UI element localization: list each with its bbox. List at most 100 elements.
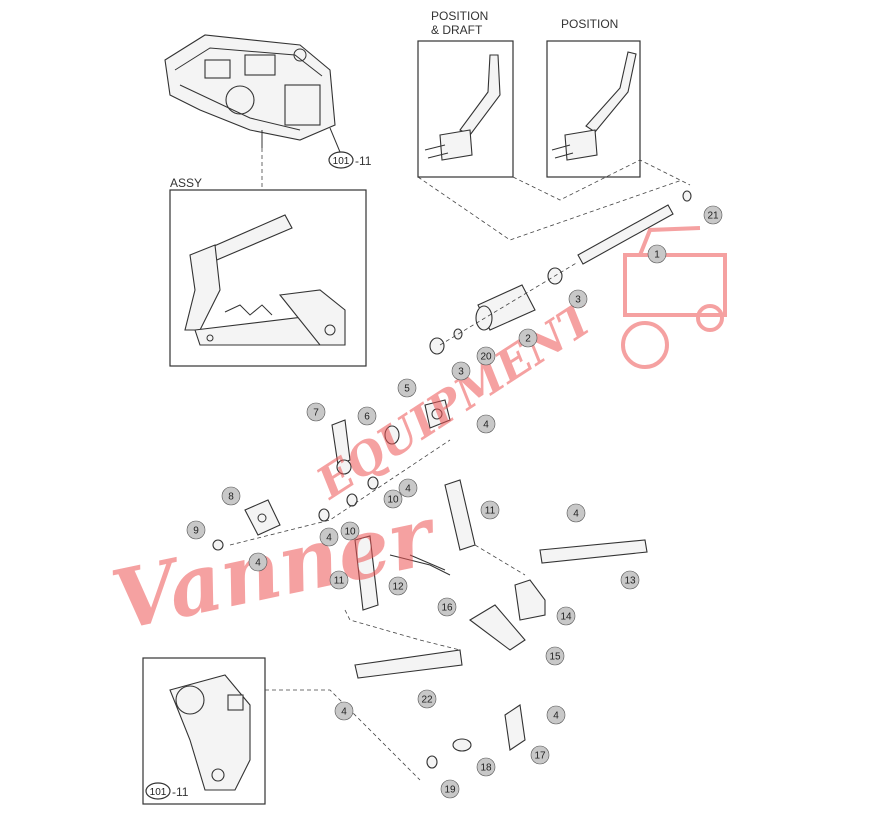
callout-c12: 12 (388, 576, 408, 596)
callout-number: 11 (485, 506, 496, 517)
ref-badge-top-text: 101 (333, 156, 350, 167)
callout-number: 20 (480, 352, 492, 363)
callout-number: 4 (553, 711, 559, 722)
callout-number: 16 (441, 603, 453, 614)
callout-c3a: 3 (568, 289, 588, 309)
callout-circle (476, 346, 496, 366)
callout-circle (451, 361, 471, 381)
callout-number: 4 (326, 533, 332, 544)
callout-circle (440, 779, 460, 799)
callout-c4c: 4 (248, 552, 268, 572)
callout-circle (306, 402, 326, 422)
callout-circle (221, 486, 241, 506)
callout-number: 11 (334, 576, 345, 587)
callout-c11a: 11 (480, 500, 500, 520)
callout-circle (620, 570, 640, 590)
callout-circle (437, 597, 457, 617)
callout-c4f: 4 (334, 701, 354, 721)
callout-circle (703, 205, 723, 225)
callout-number: 14 (560, 612, 572, 623)
callout-circle (397, 378, 417, 398)
housing-drawing (164, 34, 336, 148)
callout-number: 13 (624, 576, 636, 587)
callout-number: 6 (364, 412, 370, 423)
ref-badge-bottom-text: 101 (150, 787, 167, 798)
callout-circle (530, 745, 550, 765)
callout-c10a: 10 (383, 489, 403, 509)
callout-number: 2 (525, 334, 531, 345)
callout-c6: 6 (357, 406, 377, 426)
callout-c2: 2 (518, 328, 538, 348)
callout-number: 17 (534, 751, 546, 762)
callout-c11b: 11 (329, 570, 349, 590)
callout-number: 4 (341, 707, 347, 718)
callout-number: 12 (392, 582, 404, 593)
callout-c16: 16 (437, 597, 457, 617)
callout-c4d: 4 (319, 527, 339, 547)
callout-number: 21 (707, 211, 719, 222)
callout-circle (248, 552, 268, 572)
callout-circle (357, 406, 377, 426)
callout-c17: 17 (530, 745, 550, 765)
callout-c14: 14 (556, 606, 576, 626)
callout-circle (383, 489, 403, 509)
callout-circle (334, 701, 354, 721)
callout-c10b: 10 (340, 521, 360, 541)
position-label: POSITION (561, 17, 618, 31)
callout-c1: 1 (647, 244, 667, 264)
ref-badge-top (328, 151, 354, 169)
callout-number: 4 (405, 484, 411, 495)
callout-c22: 22 (417, 689, 437, 709)
callout-circle (546, 705, 566, 725)
callout-number: 9 (193, 526, 199, 537)
callout-c20: 20 (476, 346, 496, 366)
inset-arm-drawing (169, 674, 251, 791)
callout-c18: 18 (476, 757, 496, 777)
assy-label: ASSY (170, 176, 202, 190)
position-draft-lever (424, 54, 501, 161)
callout-circle (647, 244, 667, 264)
tractor-watermark-icon (621, 226, 727, 369)
callout-circle (568, 289, 588, 309)
callout-circle (340, 521, 360, 541)
callout-c3b: 3 (451, 361, 471, 381)
ref-badge-top-suffix: -11 (355, 154, 372, 168)
callout-circle (566, 503, 586, 523)
callout-c4e: 4 (566, 503, 586, 523)
callout-c4g: 4 (546, 705, 566, 725)
position-draft-label-1: POSITION (431, 9, 488, 23)
callout-c4a: 4 (476, 414, 496, 434)
callout-c8: 8 (221, 486, 241, 506)
callout-number: 4 (573, 509, 579, 520)
callout-number: 3 (575, 295, 581, 306)
callout-c5: 5 (397, 378, 417, 398)
callout-circle (476, 414, 496, 434)
callout-circle (388, 576, 408, 596)
callout-c4b: 4 (398, 478, 418, 498)
ref-badge-bottom-suffix: -11 (172, 785, 189, 799)
callout-number: 8 (228, 492, 234, 503)
shaft-parts (429, 190, 692, 355)
callout-number: 3 (458, 367, 464, 378)
callout-number: 18 (480, 763, 492, 774)
callout-circle (329, 570, 349, 590)
assy-drawing (184, 214, 346, 346)
center-linkage (212, 399, 648, 769)
callout-c9: 9 (186, 520, 206, 540)
callout-c15: 15 (545, 646, 565, 666)
callout-circle (518, 328, 538, 348)
callout-c19: 19 (440, 779, 460, 799)
callout-number: 4 (255, 558, 261, 569)
callout-c21: 21 (703, 205, 723, 225)
callout-circle (480, 500, 500, 520)
callout-circle (545, 646, 565, 666)
callout-c13: 13 (620, 570, 640, 590)
callout-number: 7 (313, 408, 319, 419)
callout-number: 19 (444, 785, 456, 796)
callout-c7: 7 (306, 402, 326, 422)
position-lever (551, 51, 637, 161)
callout-circle (556, 606, 576, 626)
callout-circle (186, 520, 206, 540)
